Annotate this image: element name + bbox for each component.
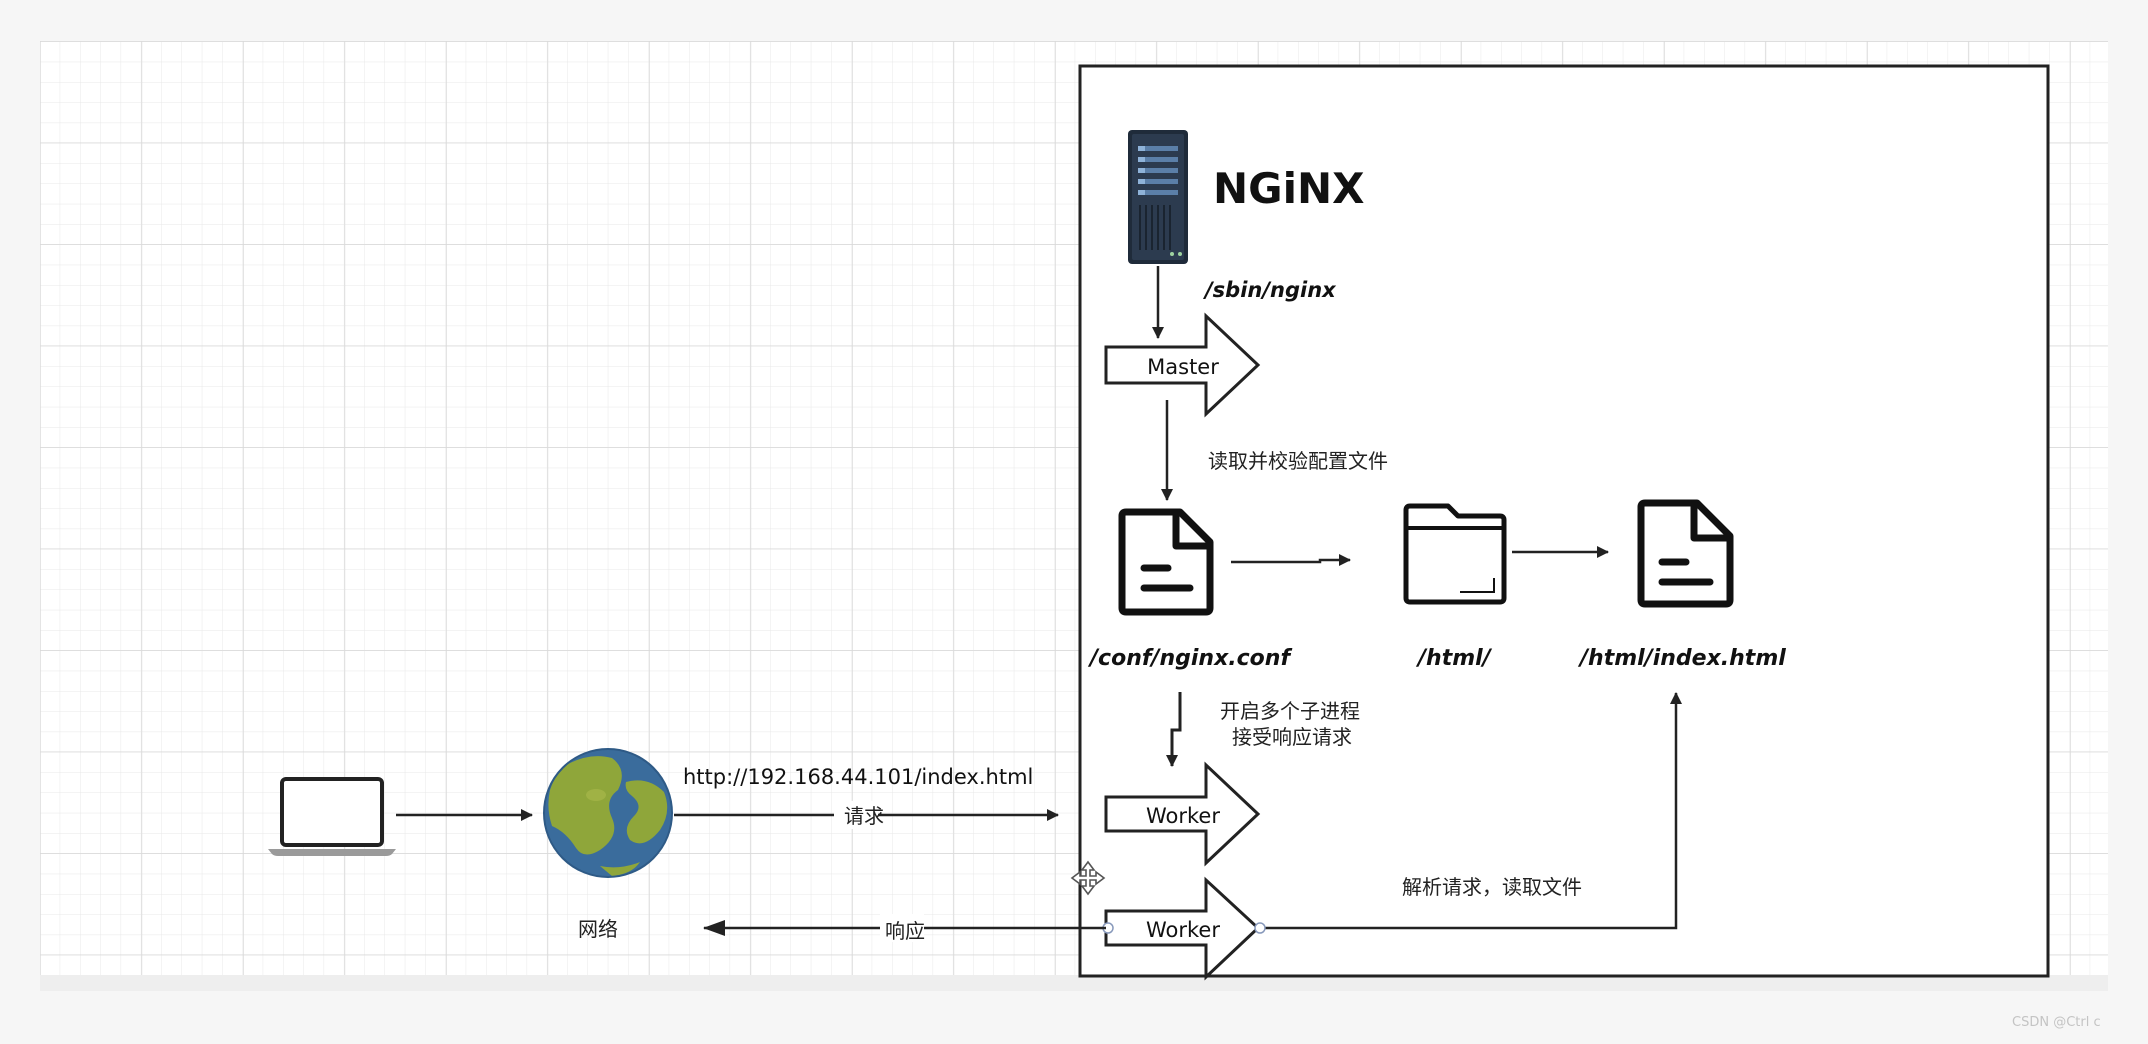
response-label: 响应 bbox=[885, 919, 925, 943]
watermark: CSDN @Ctrl c bbox=[2012, 1015, 2101, 1030]
globe-icon bbox=[543, 748, 673, 878]
parse-request-label: 解析请求，读取文件 bbox=[1402, 875, 1582, 899]
config-file-label: /conf/nginx.conf bbox=[1087, 646, 1292, 671]
folder-icon bbox=[1403, 503, 1507, 605]
nginx-logo: NGiNX bbox=[1213, 164, 1365, 213]
request-label: 请求 bbox=[844, 804, 884, 828]
read-config-label: 读取并校验配置文件 bbox=[1208, 449, 1388, 473]
network-label: 网络 bbox=[578, 917, 618, 941]
server-icon bbox=[1128, 130, 1188, 264]
worker-label-2: Worker bbox=[1146, 918, 1220, 942]
start-command-label: /sbin/nginx bbox=[1202, 278, 1337, 302]
worker-process-1[interactable] bbox=[1104, 761, 1261, 867]
index-file-label: /html/index.html bbox=[1577, 646, 1786, 671]
config-file-icon bbox=[1118, 508, 1214, 616]
master-label: Master bbox=[1147, 355, 1219, 379]
spawn-workers-label-1: 开启多个子进程 bbox=[1220, 699, 1360, 723]
index-file-icon bbox=[1637, 499, 1734, 608]
html-dir-label: /html/ bbox=[1415, 646, 1493, 671]
worker-process-2[interactable] bbox=[1104, 876, 1261, 981]
worker-label-1: Worker bbox=[1146, 804, 1220, 828]
request-url-label: http://192.168.44.101/index.html bbox=[683, 765, 1033, 789]
laptop-icon bbox=[268, 777, 396, 856]
spawn-workers-label-2: 接受响应请求 bbox=[1232, 725, 1352, 749]
master-process[interactable] bbox=[1104, 312, 1261, 418]
move-cursor-icon bbox=[1070, 860, 1106, 896]
